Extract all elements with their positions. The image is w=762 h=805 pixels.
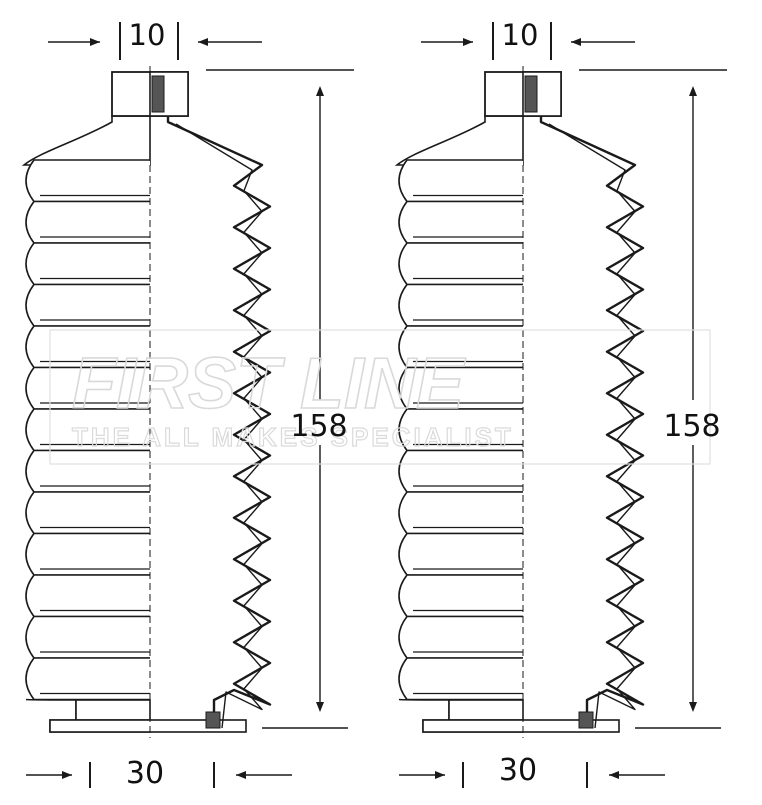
bellows-wall-inner (175, 123, 263, 729)
boot-base-collar (448, 699, 524, 721)
watermark-brand: FIRST LINE (72, 344, 466, 424)
top-dim-arrowhead-left (90, 38, 100, 46)
bellows-shoulder (21, 115, 151, 166)
top-dim-arrowhead-right (571, 38, 581, 46)
boot-right-length-label: 158 (663, 409, 720, 444)
bellows-shoulder (394, 115, 524, 166)
bottom-dim-arrowhead-left (62, 771, 72, 779)
top-dim-arrowhead-right (198, 38, 208, 46)
length-dim-arrowhead-bottom (316, 702, 324, 712)
watermark-frame (49, 329, 711, 465)
bottom-dim-arrowhead-left (435, 771, 445, 779)
bellows-wall-inner (548, 123, 636, 729)
boot-base-collar (75, 699, 151, 721)
bellows-wall-section (166, 116, 272, 728)
boot-left-top-diameter-label: 10 (129, 18, 166, 52)
bottom-dim-arrowhead-right (236, 771, 246, 779)
boot-right-top-diameter-label: 10 (502, 18, 539, 52)
boot-right (394, 22, 727, 788)
boot-top-collar-hatch (151, 75, 165, 113)
boot-left-length-label: 158 (290, 409, 347, 444)
boot-top-collar-hatch (524, 75, 538, 113)
boot-base-flange (49, 719, 247, 733)
boot-left-bottom-diameter-label: 30 (126, 756, 164, 791)
boot-base-flange (422, 719, 620, 733)
length-dim-arrowhead-top (689, 86, 697, 96)
boot-right-bottom-diameter-label: 30 (499, 753, 537, 788)
boot-base-hatch (205, 711, 221, 729)
bottom-dim-arrowhead-right (609, 771, 619, 779)
boot-base-hatch (578, 711, 594, 729)
top-dim-arrowhead-left (463, 38, 473, 46)
boot-left (21, 22, 354, 788)
bellows-wall-section (539, 116, 645, 728)
watermark: FIRST LINE THE ALL MAKES SPECIALIST (49, 329, 711, 465)
length-dim-arrowhead-bottom (689, 702, 697, 712)
watermark-tagline: THE ALL MAKES SPECIALIST (72, 422, 514, 452)
length-dim-arrowhead-top (316, 86, 324, 96)
